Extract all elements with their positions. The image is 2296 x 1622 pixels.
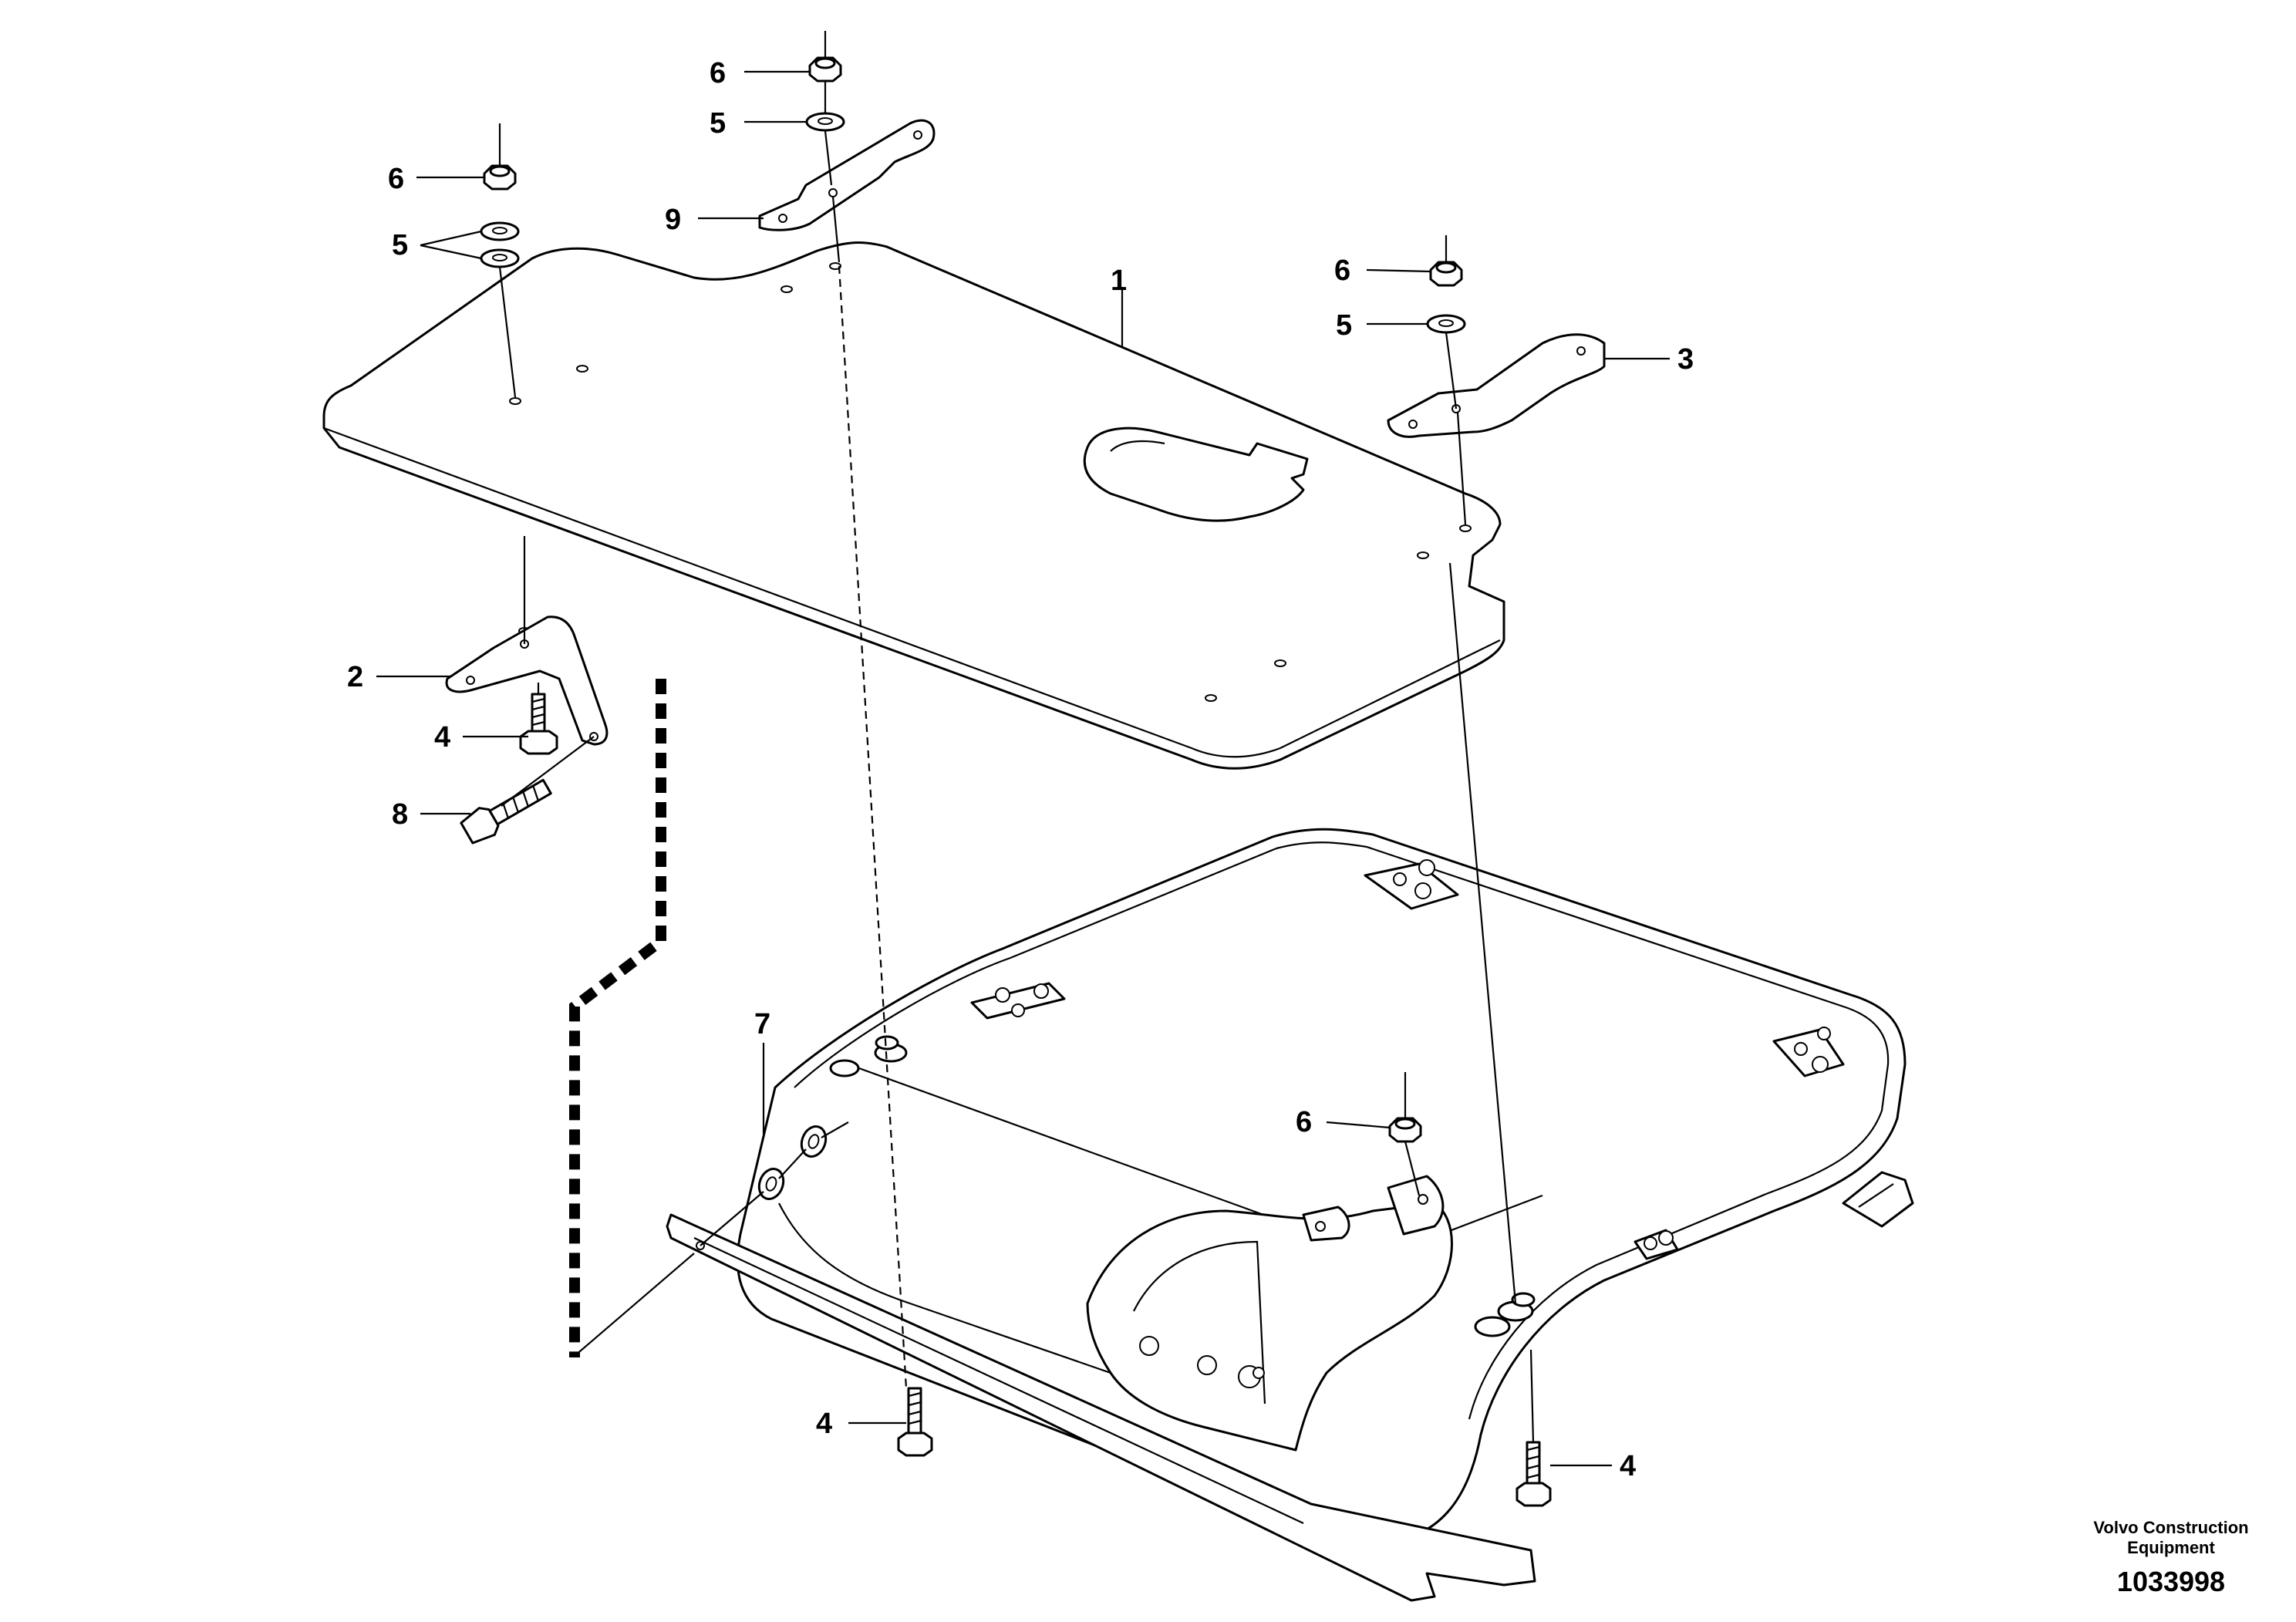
brand-line-1: Volvo Construction: [2093, 1518, 2248, 1537]
bolt-4-left: [519, 693, 558, 755]
callout-right-nut: 6: [1334, 255, 1350, 287]
callout-left-washers: 5: [392, 229, 408, 261]
figure-number: 1033998: [2117, 1566, 2225, 1597]
frame-mount-pads: [829, 859, 1845, 1337]
top-nut-washer: [805, 56, 845, 132]
callout-bolt-4-right: 4: [1620, 1450, 1636, 1482]
floor-panel: [322, 241, 1505, 770]
left-nut-washers: [480, 164, 520, 268]
callout-left-nut: 6: [388, 163, 404, 195]
callout-leaders: [376, 70, 1670, 1467]
right-nut-washer: [1426, 261, 1466, 334]
dashed-boundary-line: [569, 679, 666, 1357]
bracket-9: [758, 119, 936, 231]
bolt-8: [460, 778, 552, 845]
callout-bracket-3: 3: [1677, 343, 1694, 376]
callout-bracket-9: 9: [665, 204, 681, 236]
washers-7: [757, 1125, 828, 1200]
bracket-3: [1387, 333, 1606, 438]
callout-lower-nut: 6: [1296, 1106, 1312, 1138]
callout-right-washer: 5: [1336, 309, 1352, 342]
callout-labels: 6 5 6 5 9 1 6 5 3 2 4 8 7 6 4 4: [347, 57, 1694, 1482]
callout-bolt-4-bottom: 4: [816, 1408, 832, 1440]
callout-top-washer: 5: [710, 107, 726, 140]
brand-line-2: Equipment: [2127, 1538, 2215, 1557]
cab-floor-frame: [666, 828, 1914, 1602]
callout-bolt-4-left: 4: [434, 721, 450, 754]
assembly-lines: [498, 31, 1535, 1443]
bracket-2: [445, 615, 609, 746]
figure-footer: Volvo Construction Equipment 1033998: [2093, 1518, 2248, 1597]
bolt-4-bottom: [897, 1387, 933, 1457]
callout-panel-1: 1: [1111, 265, 1127, 297]
callout-bracket-2: 2: [347, 661, 363, 693]
callout-top-nut: 6: [710, 57, 726, 89]
bolt-4-right: [1515, 1441, 1552, 1507]
callout-washer-7: 7: [754, 1008, 770, 1040]
lower-nut: [1388, 1117, 1422, 1143]
callout-bolt-8: 8: [392, 798, 408, 831]
